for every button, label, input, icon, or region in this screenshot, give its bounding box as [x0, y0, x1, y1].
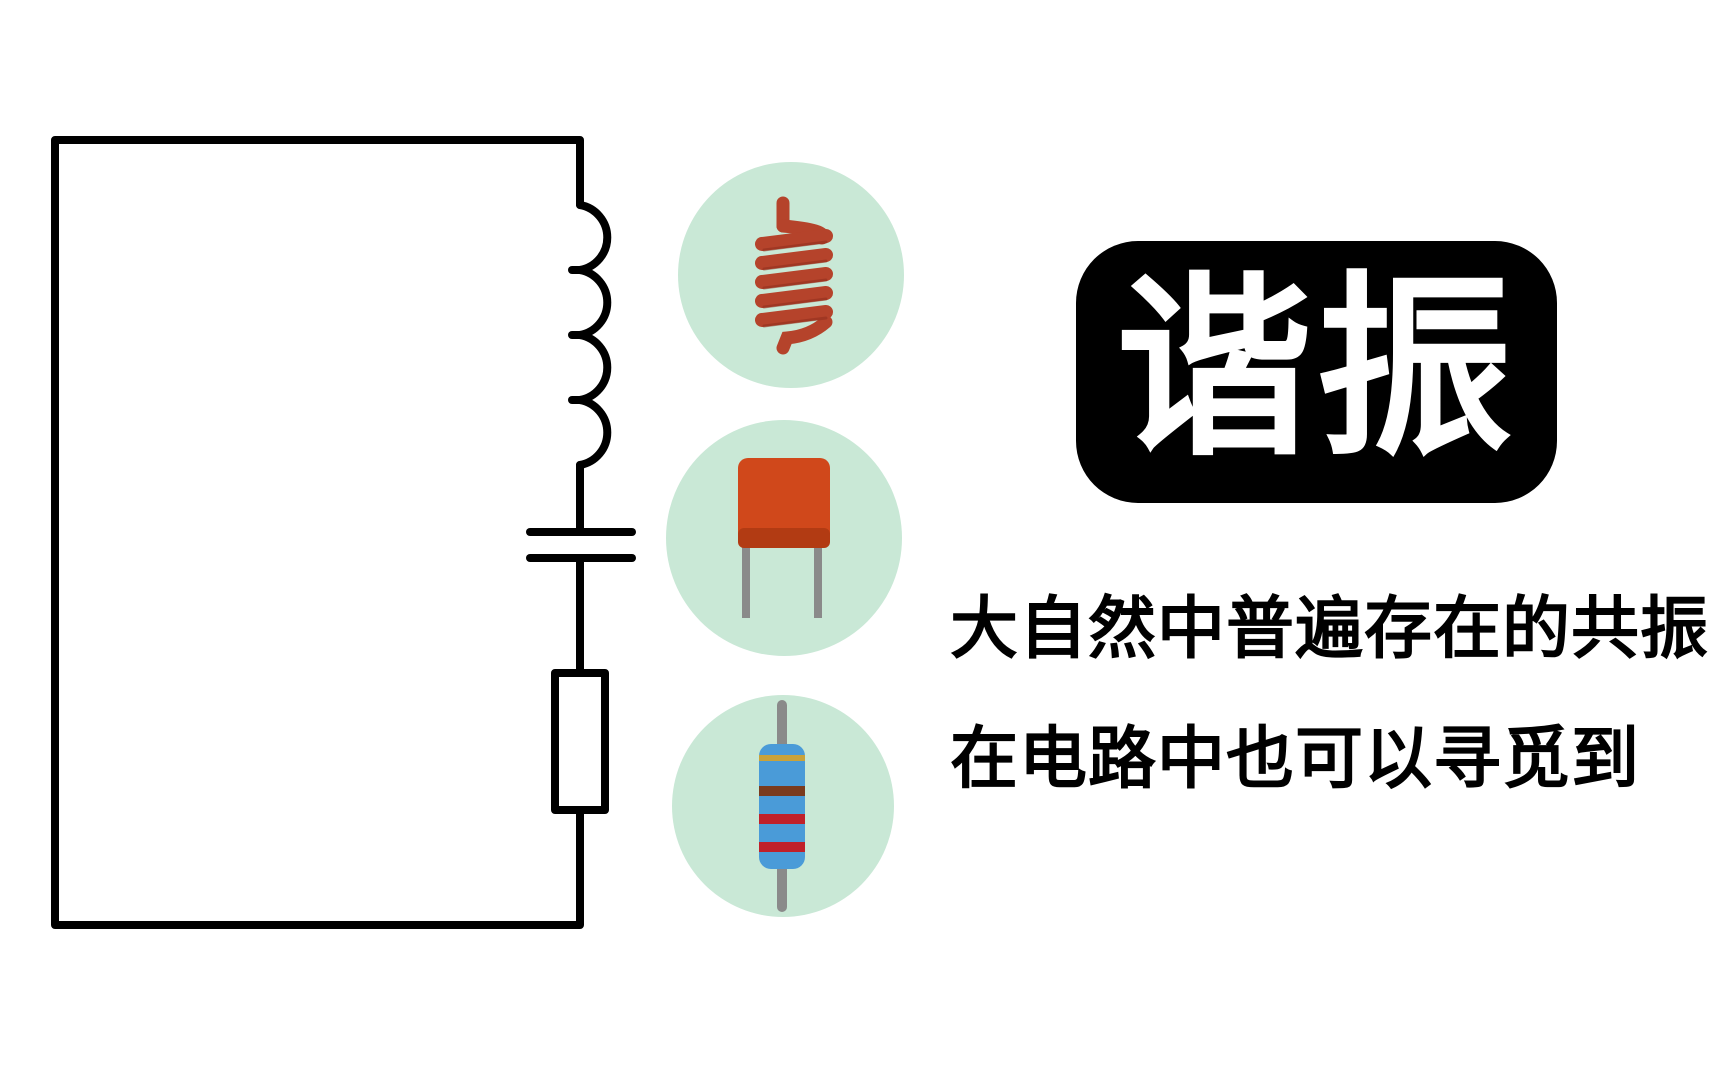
color-band-resistor-icon: [759, 700, 805, 912]
coil-inductor-icon: [755, 196, 833, 355]
inductor-symbol: [576, 201, 612, 469]
resistor-icon-group: [672, 695, 894, 917]
inductor-icon-group: [678, 162, 904, 388]
circuit: [51, 136, 636, 929]
circuit-wire-outer: [51, 136, 584, 929]
subtitle-line-1: 大自然中普遍存在的共振: [950, 590, 1710, 669]
resistor-symbol: [551, 669, 609, 814]
capacitor-icon-group: [666, 420, 902, 656]
title-badge: 谐振: [1076, 241, 1557, 503]
film-capacitor-icon: [738, 458, 830, 618]
subtitle-line-2: 在电路中也可以寻觅到: [950, 720, 1641, 799]
page-title: 谐振: [1116, 255, 1517, 483]
